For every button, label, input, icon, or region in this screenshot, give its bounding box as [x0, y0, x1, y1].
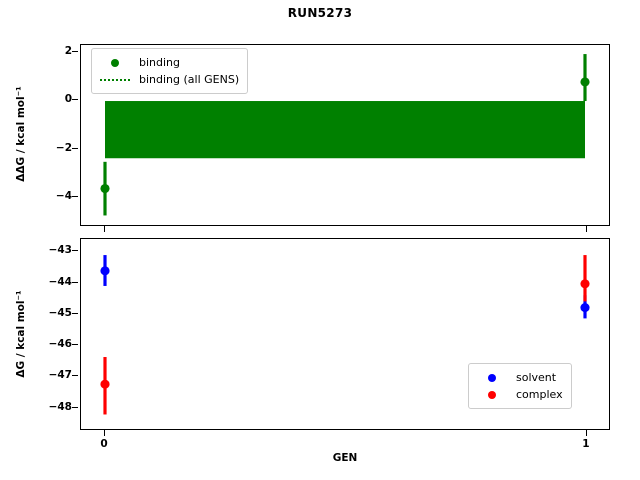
- x-tick-mark: [104, 226, 106, 232]
- complex-marker-icon: [475, 388, 509, 402]
- dotted-line-icon: [98, 73, 132, 87]
- y-tick-label: −45: [48, 306, 72, 319]
- top-y-axis-label: ΔΔG / kcal mol⁻¹: [15, 86, 27, 182]
- x-tick-mark: [104, 430, 106, 436]
- top-plot-axes: [80, 44, 610, 226]
- data-point-marker[interactable]: [100, 183, 110, 194]
- data-point-marker[interactable]: [100, 266, 110, 276]
- y-tick-label: −2: [55, 141, 72, 154]
- top-plot-canvas: [100, 54, 590, 216]
- data-point-marker[interactable]: [580, 303, 590, 313]
- x-tick-mark: [585, 430, 587, 436]
- y-tick-label: −4: [55, 189, 72, 202]
- y-tick-mark: [72, 51, 78, 53]
- legend-label-binding: binding: [139, 56, 181, 69]
- y-tick-label: −43: [48, 244, 72, 257]
- top-y-axis-ticks: 2 0 −2 −4: [38, 44, 78, 226]
- y-tick-mark: [72, 312, 78, 314]
- figure-title: RUN5273: [287, 6, 353, 20]
- bottom-legend: solvent complex: [468, 363, 572, 409]
- x-tick-label: 1: [582, 438, 590, 450]
- y-tick-label: 2: [64, 45, 72, 58]
- y-tick-mark: [72, 99, 78, 101]
- bottom-x-axis-ticks: [80, 430, 610, 436]
- x-axis-label: GEN: [332, 452, 358, 464]
- solvent-marker-icon: [475, 371, 509, 385]
- legend-item-binding[interactable]: binding: [98, 54, 239, 71]
- bottom-plot-canvas: [100, 255, 590, 415]
- legend-item-binding-all-gens[interactable]: binding (all GENS): [98, 71, 239, 88]
- legend-item-solvent[interactable]: solvent: [475, 369, 563, 386]
- legend-label-complex: complex: [516, 388, 563, 401]
- data-point-marker[interactable]: [100, 379, 110, 389]
- y-tick-label: −48: [48, 400, 72, 413]
- data-point-marker[interactable]: [580, 279, 590, 289]
- y-tick-label: 0: [64, 93, 72, 106]
- binding-marker-icon: [98, 56, 132, 70]
- y-tick-label: −46: [48, 338, 72, 351]
- y-tick-mark: [72, 147, 78, 149]
- y-tick-mark: [72, 281, 78, 283]
- y-tick-label: −47: [48, 369, 72, 382]
- top-legend: binding binding (all GENS): [91, 48, 249, 94]
- legend-label-solvent: solvent: [516, 371, 557, 384]
- legend-item-complex[interactable]: complex: [475, 386, 563, 403]
- y-tick-mark: [72, 250, 78, 252]
- data-point-marker[interactable]: [580, 77, 590, 87]
- legend-label-binding-all-gens: binding (all GENS): [139, 73, 240, 86]
- top-x-axis-ticks: [80, 226, 610, 232]
- y-tick-label: −44: [48, 275, 72, 288]
- bottom-y-axis-label: ΔG / kcal mol⁻¹: [15, 290, 27, 378]
- y-tick-mark: [72, 195, 78, 197]
- y-tick-mark: [72, 375, 78, 377]
- bottom-y-axis-ticks: −43 −44 −45 −46 −47 −48: [38, 238, 78, 430]
- x-tick-label: 0: [100, 438, 108, 450]
- y-tick-mark: [72, 406, 78, 408]
- binding-all-gens-band: [105, 101, 585, 159]
- y-tick-mark: [72, 344, 78, 346]
- x-tick-mark: [585, 226, 587, 232]
